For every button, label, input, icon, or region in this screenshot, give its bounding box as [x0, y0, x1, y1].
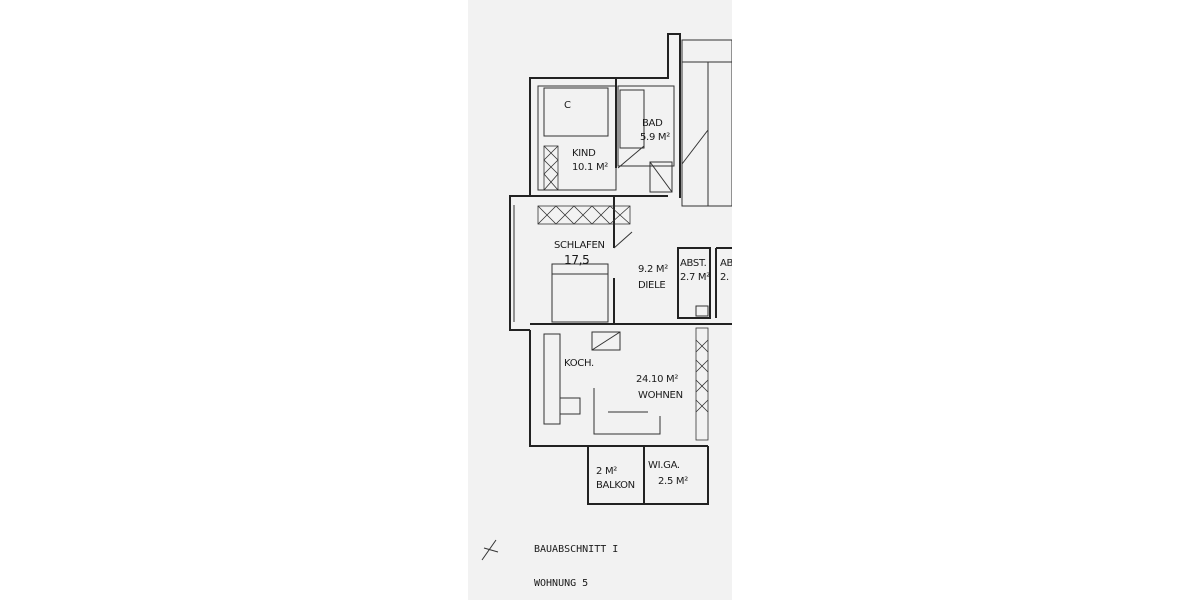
room-koch: KOCH.: [543, 331, 621, 425]
room-wiga: WI.GA. 2.5 M²: [643, 446, 709, 505]
shower-icon: [649, 161, 673, 193]
wohnen-label: WOHNEN: [638, 390, 683, 401]
window-hatch: [695, 327, 709, 441]
room-diele: 9.2 M² DIELE: [613, 231, 669, 291]
wohnen-area: 24.10 M²: [636, 374, 678, 385]
koch-label: KOCH.: [564, 358, 594, 369]
bad-label: BAD: [642, 118, 663, 129]
diele-area: 9.2 M²: [638, 264, 668, 275]
schlafen-label: SCHLAFEN: [554, 240, 605, 251]
svg-text:C: C: [564, 100, 571, 111]
abst-neighbor-label: AB: [720, 258, 732, 269]
room-wohnen: 24.10 M² WOHNEN: [593, 327, 709, 441]
cabinet-row: [537, 205, 631, 225]
wiga-label: WI.GA.: [648, 460, 680, 471]
stairwell: [681, 39, 732, 207]
balkon-area: 2 M²: [596, 466, 617, 477]
bad-area: 5.9 M²: [640, 132, 670, 143]
wiga-area: 2.5 M²: [658, 476, 688, 487]
room-schlafen: SCHLAFEN 17,5: [551, 240, 609, 323]
kind-label: KIND: [572, 148, 596, 159]
unit-label: WOHNUNG 5: [534, 578, 588, 589]
compass-mark: [481, 539, 499, 561]
diele-label: DIELE: [638, 280, 665, 291]
dining-table-icon: [559, 397, 581, 415]
abst-label: ABST.: [680, 258, 707, 269]
bathtub-icon: [619, 89, 645, 149]
double-bed-icon: [551, 263, 609, 323]
schlafen-area: 17,5: [564, 253, 590, 267]
room-kind: C KIND 10.1 M²: [537, 85, 617, 191]
bed-icon: [543, 87, 609, 137]
room-abst-neighbor: AB 2.: [715, 247, 732, 318]
room-abst: ABST. 2.7 M²: [677, 247, 711, 319]
exterior-walls: [509, 33, 732, 447]
room-bad: BAD 5.9 M²: [615, 78, 675, 193]
floor-plan-drawing: C KIND 10.1 M² BAD 5.9 M²: [481, 33, 732, 589]
abst-neighbor-area: 2.: [720, 272, 729, 283]
kind-area: 10.1 M²: [572, 162, 608, 173]
balkon-label: BALKON: [596, 480, 635, 491]
kitchen-counter: [543, 333, 561, 425]
wardrobe-hatch: [543, 145, 559, 191]
section-label: BAUABSCHNITT I: [534, 544, 618, 555]
abst-area: 2.7 M²: [680, 272, 710, 283]
floor-plan-sheet: C KIND 10.1 M² BAD 5.9 M²: [468, 0, 732, 600]
room-balkon: 2 M² BALKON: [587, 446, 644, 505]
